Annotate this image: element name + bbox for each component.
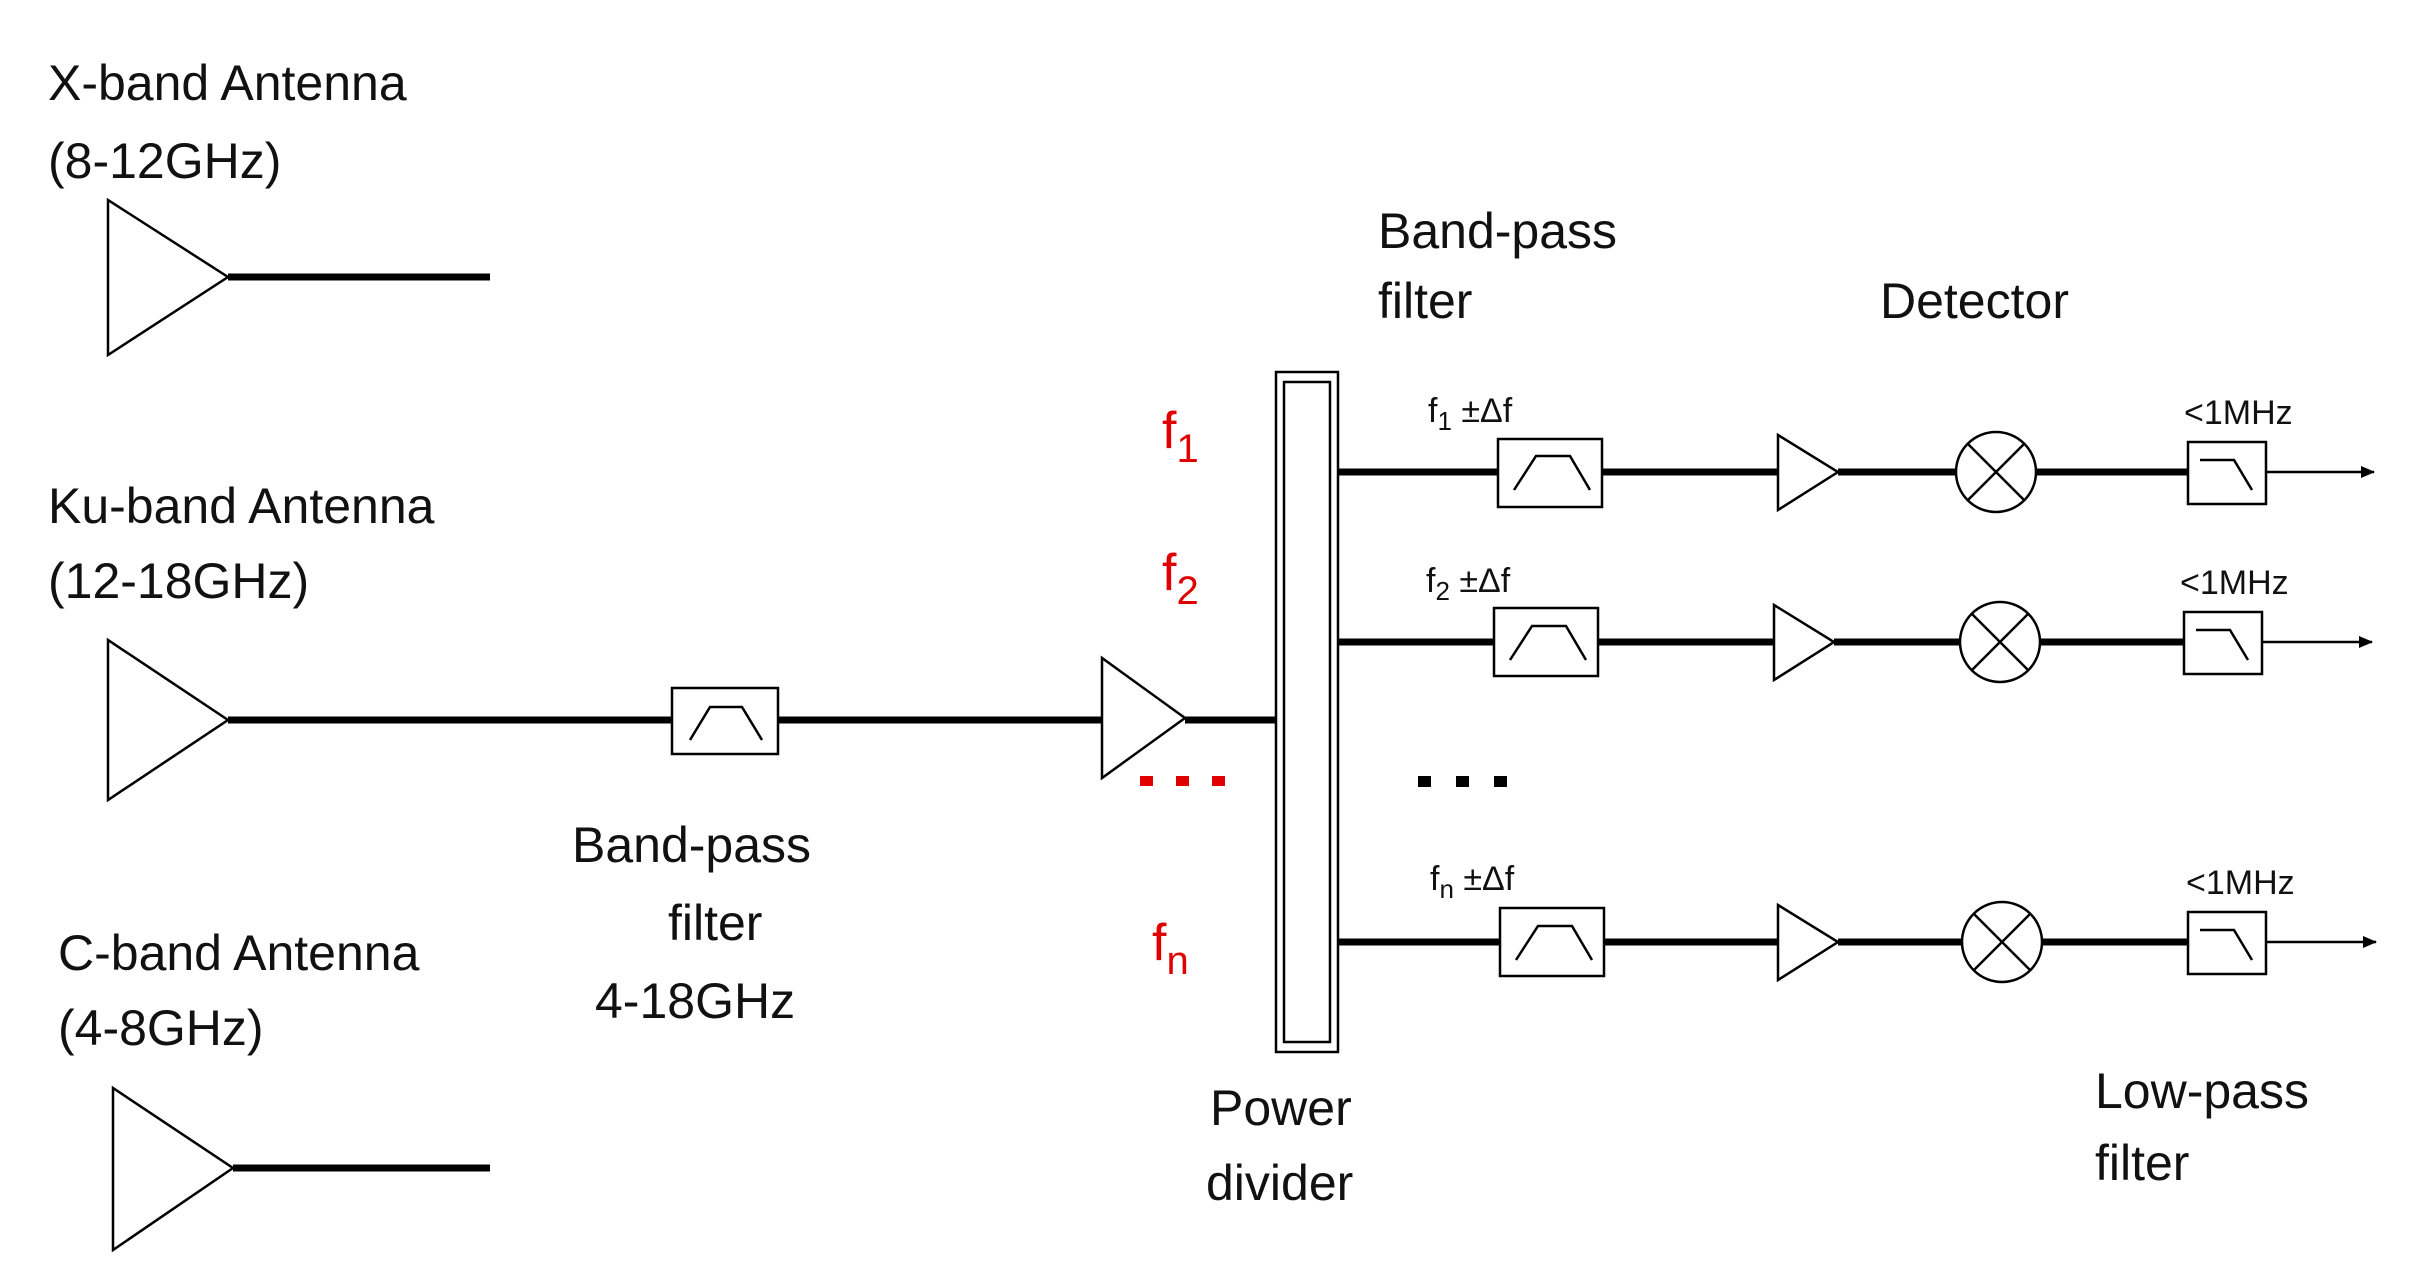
lowpass-header-1: Low-pass <box>2095 1063 2309 1119</box>
c-band-antenna-name: C-band Antenna <box>58 925 420 981</box>
freq-label-fn: fn <box>1152 914 1189 983</box>
ku-band-antenna-range: (12-18GHz) <box>48 553 309 609</box>
detector-header: Detector <box>1880 273 2069 329</box>
channel-1-lowpass-filter-icon <box>2186 440 2268 506</box>
power-divider-label-2: divider <box>1206 1155 1353 1211</box>
ku-band-antenna-icon <box>106 637 231 803</box>
channel-2-lowpass-label: <1MHz <box>2180 564 2289 602</box>
main-bandpass-filter-icon <box>670 686 780 756</box>
channel-2-bandpass-filter-icon <box>1492 606 1600 678</box>
channel-2-lowpass-filter-icon <box>2182 610 2264 676</box>
channel-n-bandpass-filter-icon <box>1498 906 1606 978</box>
channel-filter-header-2: filter <box>1378 273 1472 329</box>
channel-n-lowpass-filter-icon <box>2186 910 2268 976</box>
channel-2-filter-label: f2 ±Δf <box>1426 562 1511 606</box>
x-band-antenna-icon <box>106 197 490 358</box>
c-band-antenna-range: (4-8GHz) <box>58 1000 264 1056</box>
channel-2: f2 ±Δf <1MHz <box>1338 562 2373 684</box>
channel-filter-header-1: Band-pass <box>1378 203 1617 259</box>
power-divider-label-1: Power <box>1210 1080 1352 1136</box>
channel-n-filter-label: fn ±Δf <box>1430 860 1515 904</box>
channel-1-lowpass-label: <1MHz <box>2184 394 2293 432</box>
red-ellipsis <box>1140 776 1225 786</box>
main-filter-label-3: 4-18GHz <box>595 973 795 1029</box>
channel-n-amplifier-icon <box>1776 902 1841 983</box>
channel-1-bandpass-filter-icon <box>1496 437 1604 509</box>
channel-2-amplifier-icon <box>1772 602 1837 683</box>
channel-n: fn ±Δf <1MHz <box>1338 860 2377 984</box>
x-band-antenna-name: X-band Antenna <box>48 55 407 111</box>
main-filter-label-2: filter <box>668 895 762 951</box>
freq-label-f1: f1 <box>1162 402 1199 471</box>
lowpass-header-2: filter <box>2095 1135 2189 1191</box>
channel-2-mixer-icon <box>1958 600 2042 684</box>
black-ellipsis <box>1418 776 1507 787</box>
c-band-antenna-icon <box>111 1085 490 1253</box>
power-divider-icon <box>1274 370 1340 1054</box>
channel-1-filter-label: f1 ±Δf <box>1428 392 1513 436</box>
channel-1: f1 ±Δf <1MHz <box>1338 392 2375 514</box>
main-amplifier-icon <box>1100 655 1188 781</box>
freq-label-f2: f2 <box>1162 544 1199 613</box>
x-band-antenna-range: (8-12GHz) <box>48 133 281 189</box>
channel-n-lowpass-label: <1MHz <box>2186 864 2295 902</box>
ku-band-antenna-name: Ku-band Antenna <box>48 478 435 534</box>
channel-n-mixer-icon <box>1960 900 2044 984</box>
channel-1-amplifier-icon <box>1776 432 1841 513</box>
main-filter-label-1: Band-pass <box>572 817 811 873</box>
channel-1-mixer-icon <box>1954 430 2038 514</box>
